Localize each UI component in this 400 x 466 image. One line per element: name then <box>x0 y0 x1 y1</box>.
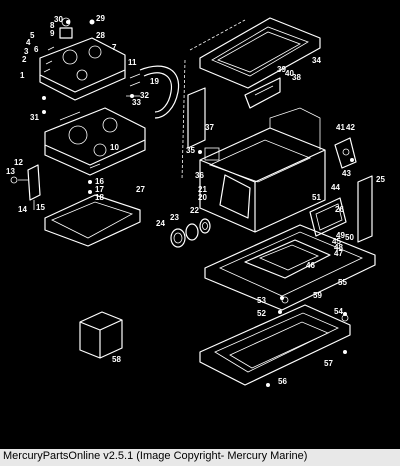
callout-16: 16 <box>95 177 104 186</box>
main-housing <box>199 107 326 233</box>
callout-13: 13 <box>6 167 15 176</box>
callout-53: 53 <box>257 296 266 305</box>
callout-26: 26 <box>335 205 344 214</box>
callout-8: 8 <box>50 21 55 30</box>
callout-59: 59 <box>313 291 322 300</box>
copyright-text: MercuryPartsOnline v2.5.1 (Image Copyrig… <box>3 450 308 462</box>
callout-37: 37 <box>205 123 214 132</box>
callout-33: 33 <box>132 98 141 107</box>
callout-12: 12 <box>14 158 23 167</box>
callout-41: 41 <box>336 123 345 132</box>
hose <box>126 65 180 119</box>
access-cover <box>309 197 347 237</box>
callout-55: 55 <box>338 278 347 287</box>
callout-49: 49 <box>336 231 345 240</box>
callout-11: 11 <box>128 58 137 67</box>
callout-10: 10 <box>110 143 119 152</box>
upper-left-plate-assembly <box>39 17 126 101</box>
lower-plate <box>199 296 351 386</box>
callout-40: 40 <box>285 69 294 78</box>
bag-part <box>79 311 123 359</box>
callout-32: 32 <box>140 91 149 100</box>
callout-39: 39 <box>277 65 286 74</box>
callout-21: 21 <box>198 185 207 194</box>
callout-9: 9 <box>50 29 55 38</box>
callout-4: 4 <box>26 38 31 47</box>
fasteners <box>42 19 354 387</box>
callout-45: 45 <box>332 237 341 246</box>
callout-1: 1 <box>20 71 25 80</box>
callout-50: 50 <box>345 233 354 242</box>
callout-52: 52 <box>257 309 266 318</box>
callout-17: 17 <box>95 185 104 194</box>
callout-19: 19 <box>150 77 159 86</box>
callout-28: 28 <box>96 31 105 40</box>
callout-46: 46 <box>306 261 315 270</box>
callout-36: 36 <box>195 171 204 180</box>
callout-15: 15 <box>36 203 45 212</box>
callout-38: 38 <box>292 73 301 82</box>
callout-57: 57 <box>324 359 333 368</box>
callout-7: 7 <box>112 43 117 52</box>
top-lid <box>181 17 321 181</box>
callout-20: 20 <box>198 193 207 202</box>
callout-34: 34 <box>312 56 321 65</box>
callout-58: 58 <box>112 355 121 364</box>
footer-bar: MercuryPartsOnline v2.5.1 (Image Copyrig… <box>0 449 400 466</box>
callout-14: 14 <box>18 205 27 214</box>
callout-35: 35 <box>186 146 195 155</box>
callout-24: 24 <box>156 219 165 228</box>
callout-6: 6 <box>34 45 39 54</box>
upper-bracket <box>244 77 281 109</box>
callout-5: 5 <box>30 31 35 40</box>
callout-29: 29 <box>96 14 105 23</box>
callout-44: 44 <box>331 183 340 192</box>
side-panel-left <box>187 87 206 149</box>
side-panel-right <box>334 137 373 243</box>
seal-rings <box>170 218 211 248</box>
callout-25: 25 <box>376 175 385 184</box>
callout-43: 43 <box>342 169 351 178</box>
callout-51: 51 <box>312 193 321 202</box>
callout-27: 27 <box>136 185 145 194</box>
callout-48: 48 <box>334 243 343 252</box>
callout-18: 18 <box>95 193 104 202</box>
callout-31: 31 <box>30 113 39 122</box>
callout-22: 22 <box>190 206 199 215</box>
callout-42: 42 <box>346 123 355 132</box>
callout-56: 56 <box>278 377 287 386</box>
left-bracket <box>10 164 41 210</box>
gasket-plate <box>44 194 141 247</box>
callout-54: 54 <box>334 307 343 316</box>
callout-47: 47 <box>334 249 343 258</box>
callout-30: 30 <box>54 15 63 24</box>
middle-left-plate-assembly <box>44 107 146 176</box>
base-tray <box>204 224 376 311</box>
callout-3: 3 <box>24 47 29 56</box>
callout-23: 23 <box>170 213 179 222</box>
callout-2: 2 <box>22 55 27 64</box>
